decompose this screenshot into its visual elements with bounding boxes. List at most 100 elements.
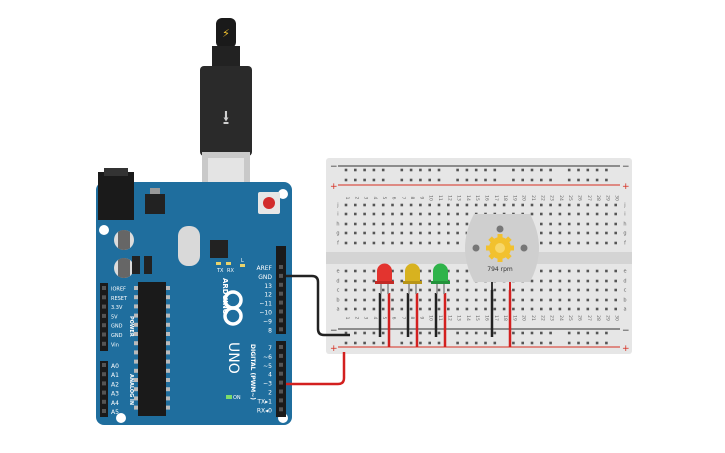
column-number: 22 (539, 315, 545, 321)
digital-pin-hole[interactable] (279, 327, 283, 332)
power-pin-label: Vin (111, 342, 119, 348)
digital-pin-hole[interactable] (279, 371, 283, 376)
power-pin-hole[interactable] (102, 341, 106, 346)
digital-pin-hole[interactable] (279, 389, 283, 394)
analog-pin-hole[interactable] (102, 372, 106, 377)
digital-pin-hole[interactable] (279, 380, 283, 385)
column-number: 7 (400, 317, 406, 320)
digital-header-bottom[interactable] (276, 341, 286, 417)
digital-pin-label: ~6 (263, 354, 272, 361)
usb-trident-icon: ⭳ (223, 105, 230, 129)
column-number: 18 (502, 195, 508, 201)
row-letter: j (623, 203, 625, 209)
digital-pin-hole[interactable] (279, 407, 283, 412)
wires[interactable] (286, 274, 512, 386)
row-letter: e (623, 269, 626, 275)
usb-chip (210, 240, 228, 258)
column-number: 28 (595, 315, 601, 321)
power-pin-hole[interactable] (102, 304, 106, 309)
column-number: 30 (614, 315, 620, 321)
digital-pin-hole[interactable] (279, 398, 283, 403)
digital-pin-label: 4 (268, 372, 272, 379)
column-number: 30 (614, 195, 620, 201)
wire-pin3-red[interactable] (286, 352, 346, 386)
digital-pin-label: TX▸1 (256, 398, 272, 405)
row-letter: d (336, 279, 339, 285)
row-letter: i (624, 212, 625, 218)
analog-pin-hole[interactable] (102, 390, 106, 395)
column-number: 4 (372, 317, 378, 320)
row-letter: b (336, 298, 339, 304)
led-green[interactable] (431, 263, 450, 295)
analog-header-title: ANALOG IN (128, 374, 134, 405)
motor-rpm-label: 794 rpm (487, 266, 513, 273)
voltage-regulator (145, 194, 165, 214)
digital-pin-hole[interactable] (279, 353, 283, 358)
column-number: 27 (586, 315, 592, 321)
arduino-model-label: UNO (225, 342, 241, 374)
power-pin-label: IOREF (111, 287, 126, 293)
breadboard-column-numbers: 1122334455667788991010111112121313141415… (344, 195, 620, 321)
row-letter: h (336, 222, 339, 228)
power-pin-hole[interactable] (102, 323, 106, 328)
column-number: 9 (418, 317, 424, 320)
analog-pin-label: A2 (111, 381, 119, 388)
digital-header-top[interactable] (276, 246, 286, 334)
column-number: 18 (502, 315, 508, 321)
power-pin-hole[interactable] (102, 286, 106, 290)
digital-pin-hole[interactable] (279, 318, 283, 323)
analog-pin-label: A4 (111, 400, 119, 407)
rail-plus-label-bottom: + (330, 344, 338, 354)
column-number: 23 (549, 195, 555, 201)
crystal-oscillator (178, 226, 200, 266)
digital-pin-hole[interactable] (279, 291, 283, 296)
column-number: 3 (363, 317, 369, 320)
led-label-on: ON (233, 395, 241, 401)
digital-pin-hole[interactable] (279, 345, 283, 349)
power-pin-hole[interactable] (102, 313, 106, 318)
digital-pin-hole[interactable] (279, 282, 283, 287)
digital-pin-hole[interactable] (279, 362, 283, 367)
column-number: 3 (363, 197, 369, 200)
column-number: 11 (437, 315, 443, 321)
column-number: 24 (558, 315, 564, 321)
column-number: 25 (567, 315, 573, 321)
analog-header[interactable] (100, 361, 108, 417)
column-number: 26 (577, 315, 583, 321)
dc-motor[interactable]: 794 rpm (465, 214, 539, 290)
digital-pin-label: ~9 (263, 318, 272, 325)
digital-pin-label: AREF (256, 265, 272, 272)
row-letter: c (624, 288, 627, 294)
analog-pin-hole[interactable] (102, 381, 106, 386)
column-number: 27 (586, 195, 592, 201)
digital-pin-label: 8 (268, 327, 272, 334)
wire-gnd-black[interactable] (286, 274, 350, 337)
power-pin-hole[interactable] (102, 332, 106, 337)
digital-pin-hole[interactable] (279, 265, 283, 269)
column-number: 12 (446, 195, 452, 201)
analog-pin-hole[interactable] (102, 363, 106, 367)
column-number: 24 (558, 195, 564, 201)
analog-pin-hole[interactable] (102, 399, 106, 404)
power-pin-hole[interactable] (102, 295, 106, 300)
digital-pin-hole[interactable] (279, 309, 283, 314)
column-number: 29 (604, 315, 610, 321)
column-number: 20 (521, 315, 527, 321)
column-number: 6 (391, 197, 397, 200)
digital-pin-label: 13 (264, 283, 272, 290)
analog-pin-hole[interactable] (102, 409, 106, 413)
row-letter: g (623, 231, 626, 237)
rail-plus-label-top: + (330, 182, 338, 192)
led-yellow[interactable] (403, 263, 422, 295)
digital-pin-hole[interactable] (279, 273, 283, 278)
column-number: 10 (428, 195, 434, 201)
arduino-uno-board[interactable]: TX RX L ARDUINO UNO DIGITAL (PWM~) ON PO… (96, 168, 292, 425)
led-label-tx: TX (216, 268, 224, 274)
analog-pin-label: A3 (111, 391, 119, 398)
row-letter: g (336, 231, 339, 237)
digital-pin-hole[interactable] (279, 300, 283, 305)
column-number: 15 (474, 315, 480, 321)
led-red[interactable] (375, 263, 394, 295)
digital-pin-label: ~10 (259, 310, 272, 317)
